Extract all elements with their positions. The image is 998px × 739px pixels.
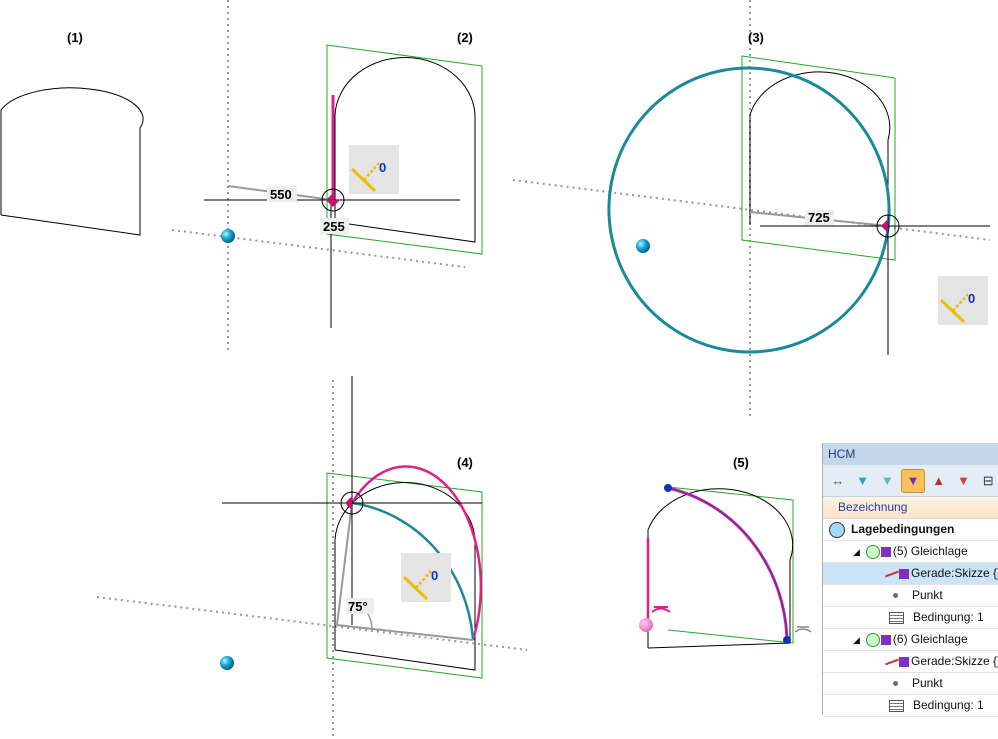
tree-row[interactable]: Punkt	[823, 673, 998, 695]
line-sketch-icon	[885, 658, 899, 666]
tree-row[interactable]: Gerade:Skizze {}{	[823, 563, 998, 585]
hint-icon: 0	[347, 143, 401, 196]
tree-row[interactable]: ◢ (6) Gleichlage	[823, 629, 998, 651]
shape-2	[171, 0, 483, 350]
dimension-angle[interactable]: 75°	[348, 599, 368, 614]
dimension-725[interactable]: 725	[808, 210, 830, 225]
svg-text:0: 0	[431, 568, 438, 583]
point-marker	[664, 484, 672, 492]
tree-row-label: Gerade:Skizze {}{	[911, 654, 998, 668]
filter-stop-icon[interactable]: ▼	[957, 473, 970, 488]
figure-label: (1)	[67, 30, 83, 45]
tree-row[interactable]: Gerade:Skizze {}{	[823, 651, 998, 673]
hint-icon: 0	[399, 551, 453, 604]
tree-row-label: (6) Gleichlage	[892, 632, 968, 646]
sphere-icon	[639, 618, 653, 632]
tree-row-label: Bedingung: 1	[913, 698, 984, 712]
tree-root[interactable]: Lagebedingungen	[823, 519, 998, 541]
hcm-panel: HCM ↔ ▼ ▼ ▼ ▲ ▼ ⊟ Bezeichnung Lagebeding…	[822, 443, 998, 717]
sphere-icon	[636, 239, 650, 253]
constraint-icon	[865, 544, 880, 559]
point-icon	[893, 593, 898, 599]
expand-arrow-icon[interactable]: ◢	[853, 547, 860, 557]
dimension-icon[interactable]: ↔	[831, 473, 845, 488]
tree-row-label: Punkt	[912, 588, 943, 602]
tree-icon[interactable]: ⊟	[982, 472, 994, 488]
sketch-icon	[899, 656, 909, 667]
svg-text:0: 0	[968, 291, 975, 306]
shape-1	[0, 87, 144, 236]
tree-row[interactable]: Bedingung: 1	[823, 607, 998, 629]
expand-arrow-icon[interactable]: ◢	[853, 635, 860, 645]
crosshair-marker	[881, 219, 888, 233]
collapse-circle-icon[interactable]	[829, 521, 845, 538]
filter-icon[interactable]: ▼	[856, 473, 870, 488]
point-icon	[893, 681, 898, 687]
figure-label: (5)	[733, 455, 749, 470]
panel-title: HCM	[823, 443, 998, 465]
shape-5	[646, 486, 812, 649]
dimension-255[interactable]: 255	[323, 219, 345, 234]
point-marker	[783, 636, 791, 644]
table-icon	[889, 699, 904, 712]
tree-row-label: Gerade:Skizze {}{	[911, 566, 998, 580]
filter-play-icon[interactable]: ▼	[880, 473, 894, 488]
figure-label: (3)	[748, 30, 764, 45]
sphere-icon	[220, 656, 234, 670]
tree-row-label: Punkt	[912, 676, 943, 690]
table-icon	[889, 611, 904, 624]
tree-row-label: (5) Gleichlage	[892, 544, 968, 558]
shape-4	[96, 376, 528, 739]
dimension-550[interactable]: 550	[270, 187, 292, 202]
toolbar: ↔ ▼ ▼ ▼ ▲ ▼ ⊟	[823, 465, 998, 497]
filter-warning-icon[interactable]: ▲	[932, 473, 946, 488]
svg-text:0: 0	[379, 160, 386, 175]
sketch-icon	[899, 568, 909, 579]
tree-row[interactable]: Punkt	[823, 585, 998, 607]
sphere-icon	[221, 229, 235, 243]
tree-row[interactable]: ◢ (5) Gleichlage	[823, 541, 998, 563]
shape-3	[512, 0, 991, 420]
sketch-icon	[880, 546, 891, 557]
column-header[interactable]: Bezeichnung	[823, 497, 998, 519]
figure-label: (2)	[457, 30, 473, 45]
figure-label: (4)	[457, 455, 473, 470]
tree-row[interactable]: Bedingung: 1	[823, 695, 998, 717]
hint-icon: 0	[936, 274, 990, 327]
crosshair-marker	[326, 193, 340, 207]
crosshair-marker	[345, 496, 352, 510]
line-sketch-icon	[885, 570, 899, 578]
sketch-icon	[880, 634, 891, 645]
tree-row-label: Bedingung: 1	[913, 610, 984, 624]
filter-active-icon[interactable]: ▼	[901, 468, 925, 493]
constraint-icon	[865, 632, 880, 647]
